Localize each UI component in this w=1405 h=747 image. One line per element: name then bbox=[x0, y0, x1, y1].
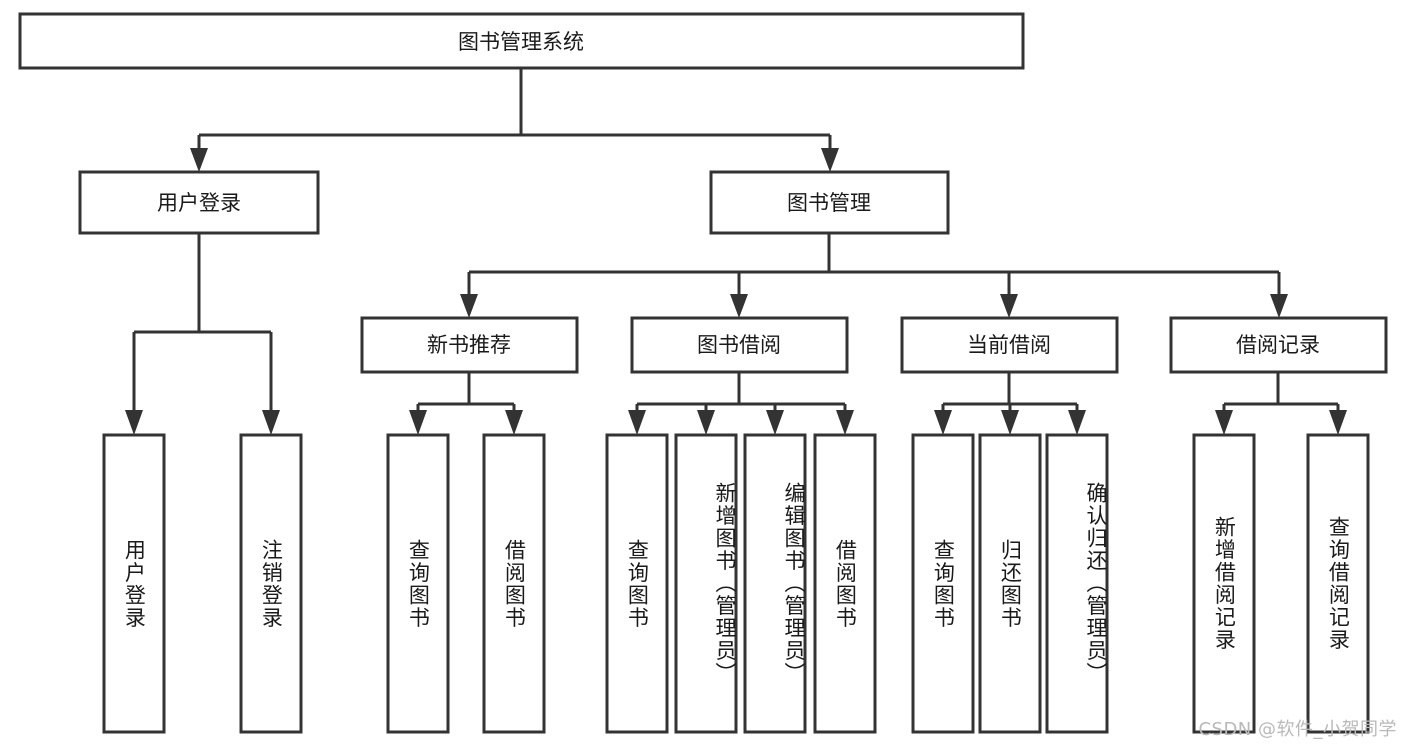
arrow-head-icon bbox=[1329, 410, 1347, 435]
node-user-login-box[interactable] bbox=[78, 170, 320, 235]
connector-user-login-to-leaves bbox=[125, 233, 280, 435]
node-root-box[interactable] bbox=[18, 12, 1025, 70]
node-current-borrow-label: 当前借阅 bbox=[967, 333, 1051, 357]
arrow-head-icon bbox=[262, 410, 280, 435]
leaf-box-add-book-admin[interactable] bbox=[674, 433, 738, 734]
node-user-login[interactable]: 用户登录 bbox=[78, 170, 320, 235]
arrow-head-icon bbox=[1215, 410, 1233, 435]
leaf-box-query-book-1[interactable] bbox=[386, 433, 450, 734]
leaf-box-edit-book-admin[interactable] bbox=[743, 433, 807, 734]
arrow-head-icon bbox=[505, 410, 523, 435]
arrow-head-icon bbox=[1000, 294, 1018, 318]
connector-root-to-level2 bbox=[190, 68, 839, 172]
arrow-head-icon bbox=[190, 148, 208, 172]
node-user-login-label: 用户登录 bbox=[157, 191, 241, 215]
csdn-watermark: CSDN @软件_小贺同学 bbox=[1198, 719, 1397, 740]
leaf-box-borrow-book-2[interactable] bbox=[813, 433, 877, 734]
arrow-head-icon bbox=[409, 410, 427, 435]
node-book-borrow-label: 图书借阅 bbox=[697, 333, 781, 357]
arrow-head-icon bbox=[730, 294, 748, 318]
leaf-box-query-book-3[interactable] bbox=[911, 433, 975, 734]
leaf-box-query-book-2[interactable] bbox=[605, 433, 669, 734]
connector-borrow-record-to-leaves bbox=[1215, 372, 1347, 435]
node-book-management[interactable]: 图书管理 bbox=[709, 170, 950, 235]
leaf-box-borrow-book-1[interactable] bbox=[482, 433, 546, 734]
arrow-head-icon bbox=[1270, 294, 1288, 318]
arrow-head-icon bbox=[836, 410, 854, 435]
arrow-head-icon bbox=[766, 410, 784, 435]
connector-book-borrow-to-leaves bbox=[628, 372, 854, 435]
leaf-box-add-borrow-record[interactable] bbox=[1192, 433, 1256, 734]
connector-book-management-to-level3 bbox=[460, 233, 1288, 318]
arrow-head-icon bbox=[934, 410, 952, 435]
node-borrow-record[interactable]: 借阅记录 bbox=[1169, 316, 1388, 374]
arrow-head-icon bbox=[125, 410, 143, 435]
node-book-borrow[interactable]: 图书借阅 bbox=[630, 316, 849, 374]
node-root[interactable]: 图书管理系统 bbox=[18, 12, 1025, 70]
node-new-book-recommend[interactable]: 新书推荐 bbox=[360, 316, 579, 374]
arrow-head-icon bbox=[1068, 410, 1086, 435]
leaf-box-return-book[interactable] bbox=[978, 433, 1042, 734]
node-borrow-record-label: 借阅记录 bbox=[1236, 333, 1320, 357]
node-book-management-label: 图书管理 bbox=[787, 191, 871, 215]
node-current-borrow[interactable]: 当前借阅 bbox=[900, 316, 1119, 374]
node-current-borrow-box[interactable] bbox=[900, 316, 1119, 374]
arrow-head-icon bbox=[1001, 410, 1019, 435]
leaf-box-user-login[interactable] bbox=[102, 433, 166, 734]
leaf-box-logout[interactable] bbox=[239, 433, 303, 734]
arrow-head-icon bbox=[697, 410, 715, 435]
node-new-book-recommend-box[interactable] bbox=[360, 316, 579, 374]
arrow-head-icon bbox=[821, 148, 839, 172]
node-new-book-recommend-label: 新书推荐 bbox=[427, 333, 511, 357]
connector-current-borrow-to-leaves bbox=[934, 372, 1086, 435]
leaf-box-query-borrow-record[interactable] bbox=[1306, 433, 1370, 734]
arrow-head-icon bbox=[460, 294, 478, 318]
node-root-label: 图书管理系统 bbox=[458, 30, 584, 54]
leaf-box-confirm-return-admin[interactable] bbox=[1045, 433, 1109, 734]
connector-new-book-recommend-to-leaves bbox=[409, 372, 523, 435]
arrow-head-icon bbox=[628, 410, 646, 435]
